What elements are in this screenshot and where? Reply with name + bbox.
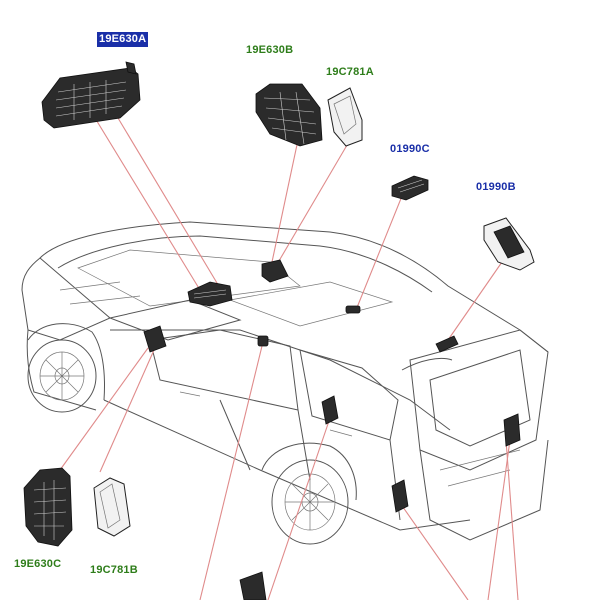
leader-01990C — [355, 195, 403, 311]
leader-01990B — [447, 261, 503, 341]
part-19C781B-bezel[interactable] — [93, 477, 131, 537]
installed-vent-19E630A[interactable] — [187, 281, 233, 307]
installed-pillar-vent[interactable] — [257, 335, 269, 347]
installed-rear-vent-left[interactable] — [391, 479, 409, 513]
installed-switch-01990B[interactable] — [435, 335, 459, 353]
leader-bottom-3 — [397, 499, 469, 600]
part-01990C-switch[interactable] — [391, 175, 429, 201]
vehicle-outline — [21, 221, 549, 545]
bonnet — [21, 257, 111, 341]
leader-19E630B — [271, 139, 299, 263]
installed-lower-vent[interactable] — [239, 571, 267, 600]
callout-19C781A[interactable]: 19C781A — [326, 66, 374, 78]
part-19E630B-vent[interactable] — [255, 83, 323, 147]
callout-01990B[interactable]: 01990B — [476, 181, 516, 193]
front-bumper — [26, 329, 97, 411]
installed-rear-vent-right[interactable] — [503, 413, 521, 447]
installed-vent-19E630C[interactable] — [143, 325, 167, 353]
front-tyre — [27, 339, 97, 413]
spoiler — [401, 357, 453, 371]
front-spokes — [40, 352, 84, 400]
leader-19E630A-2 — [117, 117, 221, 289]
part-01990B-switch-panel[interactable] — [483, 217, 535, 271]
door-handles — [179, 391, 353, 437]
installed-door-vent[interactable] — [321, 395, 339, 425]
rear-door-window — [299, 349, 399, 441]
installed-parts — [143, 259, 521, 600]
callout-19E630C[interactable]: 19E630C — [14, 558, 62, 570]
callout-19E630A[interactable]: 19E630A — [96, 32, 149, 47]
callout-19C781B[interactable]: 19C781B — [90, 564, 138, 576]
rear-tyre — [271, 459, 349, 545]
leader-bottom-4 — [487, 439, 511, 600]
installed-vent-19E630A-slats — [193, 289, 227, 299]
front-door-window — [149, 329, 299, 411]
window-belt — [110, 329, 451, 431]
leader-19C781B — [99, 349, 155, 473]
windscreen — [108, 299, 242, 341]
front-arch — [27, 323, 105, 401]
sunroof-rear — [228, 281, 394, 327]
part-19E630C-vent[interactable] — [23, 467, 73, 547]
leader-bottom-1 — [199, 345, 263, 600]
leader-19E630C — [59, 347, 149, 471]
leader-bottom-2 — [267, 417, 331, 600]
rear-screen — [429, 349, 531, 447]
leader-bottom-5 — [505, 439, 519, 600]
leader-19E630A-1 — [94, 117, 201, 291]
part-19E630A-vent[interactable] — [41, 61, 141, 129]
leader-19C781A — [275, 139, 351, 267]
installed-switch-01990C[interactable] — [345, 305, 361, 314]
rear-bumper — [419, 439, 549, 541]
rear-spokes — [285, 474, 335, 530]
roof-line — [39, 221, 549, 353]
bonnet-lines — [59, 281, 141, 305]
rear-arch — [261, 442, 357, 501]
callout-19E630B[interactable]: 19E630B — [246, 44, 294, 56]
installed-vent-19E630B[interactable] — [261, 259, 289, 283]
part-19C781A-bezel[interactable] — [327, 87, 363, 147]
leader-lines — [59, 117, 519, 600]
callout-01990C[interactable]: 01990C — [390, 143, 430, 155]
sill-line — [103, 399, 471, 531]
roof-rail — [57, 235, 433, 293]
